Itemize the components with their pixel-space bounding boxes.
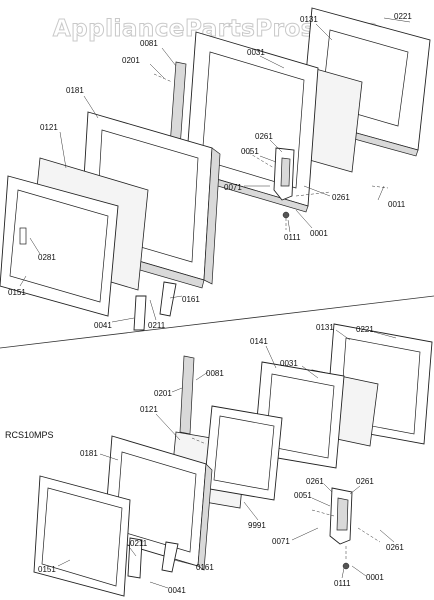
callout-0051-lower: 0051: [294, 491, 312, 500]
callout-0261-lower-a: 0261: [306, 477, 324, 486]
callout-0161-lower: 0161: [196, 563, 214, 572]
callout-0121-lower: 0121: [140, 405, 158, 414]
callout-9991: 9991: [248, 521, 266, 530]
callout-0111-lower: 0111: [334, 579, 351, 588]
callout-0181-lower: 0181: [80, 449, 98, 458]
latch-part: [273, 147, 295, 219]
callout-0261-lower-b: 0261: [356, 477, 374, 486]
callout-0261-b: 0261: [332, 193, 350, 202]
latch-part-lower: [329, 487, 353, 570]
callout-leaders: [19, 17, 411, 589]
callout-0131-lower: 0131: [316, 323, 334, 332]
hinge-part-lower: [127, 537, 179, 579]
callout-0081-lower: 0081: [206, 369, 224, 378]
callout-0281: 0281: [38, 253, 56, 262]
callout-0071-lower: 0071: [272, 537, 290, 546]
top-callouts: 0221 0131 0081 0201 0031 0181 0121 0261 …: [8, 12, 412, 330]
callout-0001-lower: 0001: [366, 573, 384, 582]
callout-0011: 0011: [388, 200, 406, 209]
callout-0221-lower: 0221: [356, 325, 374, 334]
callout-0151-lower: 0151: [38, 565, 56, 574]
callout-0211-lower: 0211: [130, 539, 148, 548]
callout-0131: 0131: [300, 15, 318, 24]
callout-0151: 0151: [8, 288, 26, 297]
strip-part: [169, 61, 187, 149]
bottom-assembly: [33, 323, 433, 597]
callout-0071: 0071: [224, 183, 242, 192]
callout-0261-a: 0261: [255, 132, 273, 141]
strip-part-lower: [179, 355, 195, 435]
callout-0201: 0201: [122, 56, 140, 65]
callout-0041-lower: 0041: [168, 586, 186, 595]
callout-0121: 0121: [40, 123, 58, 132]
callout-0201-lower: 0201: [154, 389, 172, 398]
callout-0161: 0161: [182, 295, 200, 304]
callout-0221: 0221: [394, 12, 412, 21]
model-label: RCS10MPS: [5, 430, 54, 440]
callout-0181: 0181: [66, 86, 84, 95]
callout-0001: 0001: [310, 229, 328, 238]
callout-0041: 0041: [94, 321, 112, 330]
callout-0031-lower: 0031: [280, 359, 298, 368]
callout-0081: 0081: [140, 39, 158, 48]
bottom-callouts: 0131 0221 0081 0141 0031 0201 0121 0181 …: [38, 323, 404, 595]
section-divider: [0, 295, 434, 349]
top-assembly: [0, 7, 431, 331]
hinge-part: [133, 281, 177, 331]
callout-0261-lower-c: 0261: [386, 543, 404, 552]
callout-0051: 0051: [241, 147, 259, 156]
callout-0141: 0141: [250, 337, 268, 346]
callout-0111: 0111: [284, 233, 301, 242]
outer-door-part: [0, 175, 119, 317]
callout-0211: 0211: [148, 321, 166, 330]
frame-9991-part: [203, 405, 283, 501]
callout-0031: 0031: [247, 48, 265, 57]
